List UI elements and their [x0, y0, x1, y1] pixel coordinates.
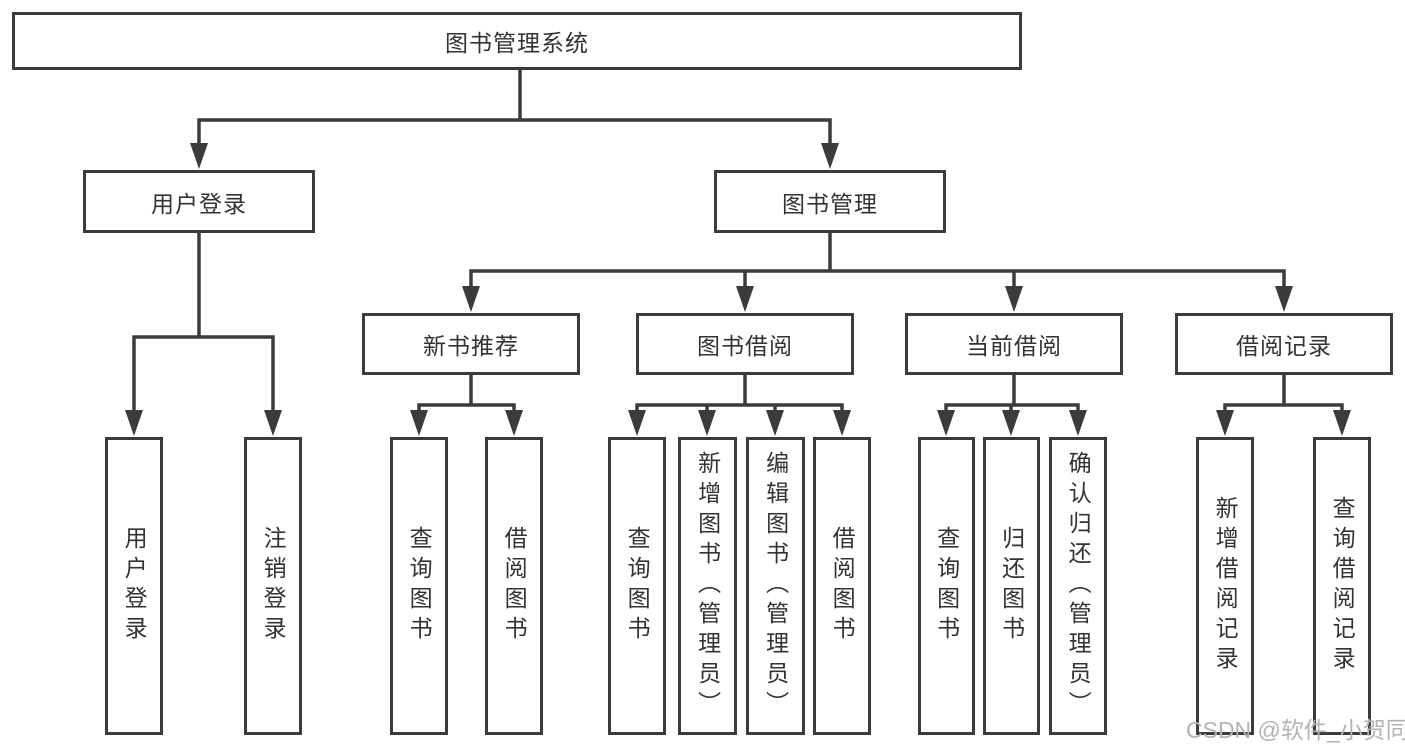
leaf-user-login: 用户登录: [105, 437, 163, 735]
leaf-add-book-admin: 新增图书（管理员）: [678, 437, 737, 735]
arrowhead-icons: [125, 143, 1351, 436]
leaf-query-books-borrowing: 查询图书: [608, 437, 666, 735]
connector-paths: [132, 68, 1344, 414]
leaf-label: 注销登录: [260, 526, 287, 646]
node-label: 新书推荐: [423, 333, 519, 359]
leaf-label: 借阅图书: [829, 526, 856, 646]
leaf-query-borrow-record: 查询借阅记录: [1313, 437, 1371, 735]
node-label: 图书管理: [782, 190, 878, 217]
node-borrowing-records: 借阅记录: [1175, 313, 1393, 375]
node-label: 当前借阅: [966, 333, 1062, 359]
node-new-book-recommendation: 新书推荐: [362, 313, 580, 375]
leaf-add-borrow-record: 新增借阅记录: [1196, 437, 1254, 735]
leaf-label: 查询图书: [624, 526, 651, 646]
leaf-edit-book-admin: 编辑图书（管理员）: [746, 437, 805, 735]
leaf-query-books-recommend: 查询图书: [390, 437, 448, 735]
node-book-borrowing: 图书借阅: [636, 313, 854, 375]
node-label: 图书借阅: [697, 333, 793, 359]
leaf-label: 编辑图书（管理员）: [762, 451, 789, 721]
node-label: 借阅记录: [1236, 333, 1332, 359]
node-book-management: 图书管理: [714, 170, 946, 233]
csdn-watermark: CSDN @软件_小贺同学: [1186, 717, 1405, 743]
leaf-label: 新增图书（管理员）: [694, 451, 721, 721]
node-label: 图书管理系统: [445, 30, 589, 56]
leaf-return-books: 归还图书: [983, 437, 1040, 735]
leaf-label: 用户登录: [121, 526, 148, 646]
node-current-borrowing: 当前借阅: [905, 313, 1123, 375]
node-user-login: 用户登录: [83, 170, 315, 233]
leaf-label: 确认归还（管理员）: [1065, 451, 1092, 721]
leaf-label: 归还图书: [998, 526, 1025, 646]
leaf-borrow-books-recommend: 借阅图书: [485, 437, 543, 735]
leaf-label: 查询图书: [406, 526, 433, 646]
leaf-label: 新增借阅记录: [1212, 496, 1239, 676]
node-library-system: 图书管理系统: [12, 12, 1022, 70]
leaf-label: 借阅图书: [501, 526, 528, 646]
leaf-query-books-current: 查询图书: [918, 437, 975, 735]
leaf-label: 查询借阅记录: [1329, 496, 1356, 676]
leaf-label: 查询图书: [933, 526, 960, 646]
leaf-confirm-return-admin: 确认归还（管理员）: [1049, 437, 1107, 735]
node-label: 用户登录: [151, 190, 247, 217]
leaf-borrow-books-borrowing: 借阅图书: [813, 437, 871, 735]
leaf-logout: 注销登录: [244, 437, 302, 735]
